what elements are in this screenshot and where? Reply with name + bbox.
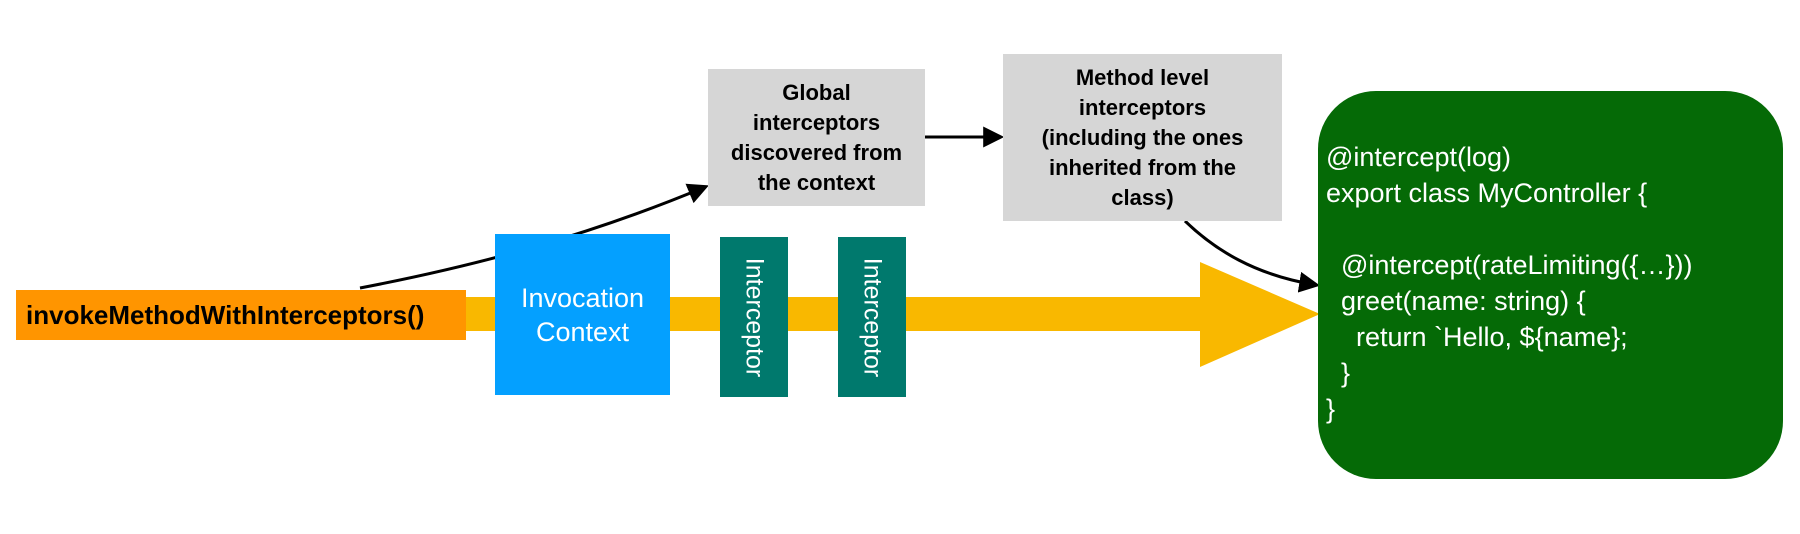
method-interceptors-box: Method level interceptors (including the…: [1003, 54, 1282, 221]
interceptor-box: Interceptor: [838, 237, 906, 397]
connector-method-to-code: [1183, 219, 1321, 293]
code-line: greet(name: string) {: [1326, 286, 1586, 316]
invoke-method-box: invokeMethodWithInterceptors(): [16, 290, 466, 340]
interceptor-box: Interceptor: [720, 237, 788, 397]
global-interceptors-line: interceptors: [752, 109, 881, 135]
flow-arrow-head: [1200, 262, 1320, 367]
global-interceptors-line: discovered from: [730, 139, 903, 165]
code-line: }: [1326, 394, 1336, 424]
invocation-context-line: Context: [535, 316, 630, 347]
code-line: return `Hello, ${name};: [1326, 322, 1628, 352]
invocation-context-box: Invocation Context: [495, 234, 670, 395]
method-interceptors-line: interceptors: [1078, 94, 1207, 120]
code-line: @intercept(rateLimiting({…})): [1326, 250, 1693, 280]
code-line: }: [1326, 358, 1351, 388]
method-interceptors-line: inherited from the: [1048, 154, 1236, 180]
invocation-context-line: Invocation: [520, 282, 645, 313]
method-interceptors-line: class): [1111, 184, 1174, 210]
method-interceptors-line: Method level: [1075, 64, 1210, 90]
global-interceptors-box: Global interceptors discovered from the …: [708, 69, 925, 206]
global-interceptors-line: the context: [757, 169, 876, 195]
method-interceptors-line: (including the ones: [1041, 124, 1244, 150]
code-line: export class MyController {: [1326, 178, 1648, 208]
code-line: @intercept(log): [1326, 142, 1511, 172]
interceptor-label: Interceptor: [740, 257, 769, 377]
global-interceptors-line: Global: [782, 79, 851, 105]
interceptor-label: Interceptor: [858, 257, 887, 377]
code-line: [1326, 211, 1783, 247]
invoke-method-label: invokeMethodWithInterceptors(): [26, 299, 425, 330]
controller-code-panel: @intercept(log) export class MyControlle…: [1318, 91, 1783, 479]
